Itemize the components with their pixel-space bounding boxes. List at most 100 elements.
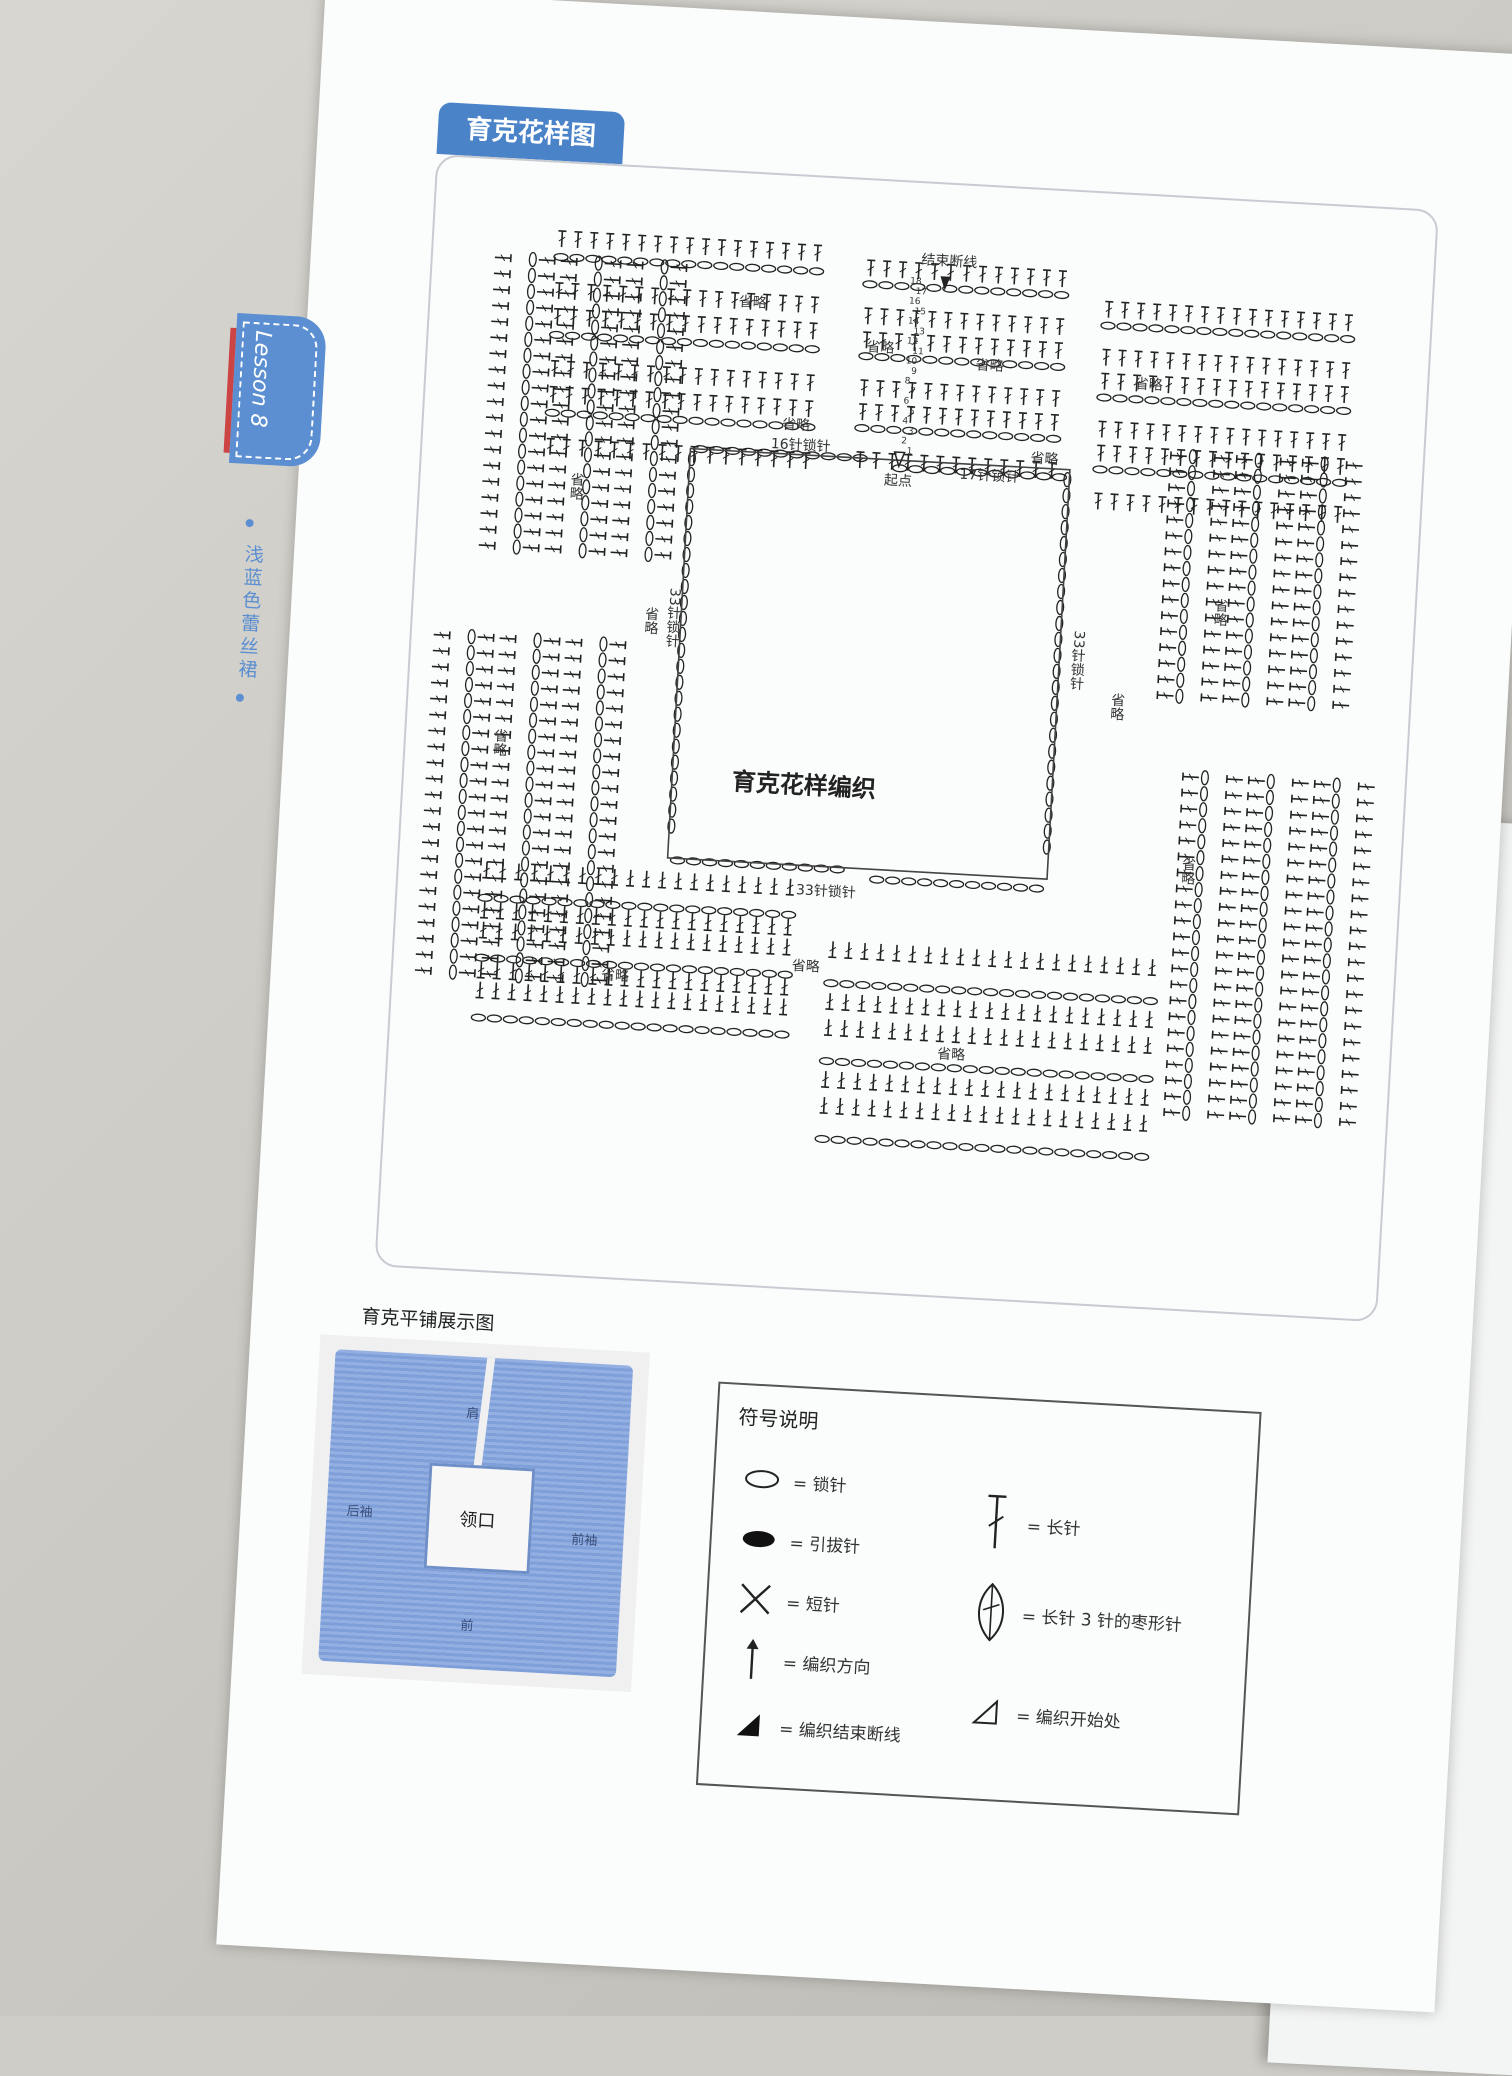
double-crochet-mark xyxy=(1131,957,1142,976)
double-crochet-mark xyxy=(1292,359,1304,378)
chain-mark xyxy=(978,1065,995,1075)
row-number: 16 xyxy=(908,296,921,308)
double-crochet-mark xyxy=(614,467,633,479)
chain-mark xyxy=(894,1139,910,1148)
double-crochet-mark xyxy=(1176,424,1188,443)
chain-mark xyxy=(1227,328,1244,338)
double-crochet-mark xyxy=(527,446,546,458)
double-crochet-mark xyxy=(1080,1006,1091,1025)
double-crochet-mark xyxy=(865,259,877,278)
double-crochet-mark xyxy=(657,870,668,889)
chain-mark xyxy=(1259,330,1276,340)
double-crochet-mark xyxy=(605,927,617,946)
chain-mark xyxy=(697,965,714,975)
double-crochet-mark xyxy=(592,466,611,477)
double-crochet-mark xyxy=(1311,811,1330,822)
double-crochet-mark xyxy=(461,903,480,915)
double-crochet-mark xyxy=(577,866,588,885)
double-crochet-mark xyxy=(1096,420,1108,439)
chain-mark xyxy=(948,879,965,889)
chain-mark xyxy=(1256,949,1266,966)
double-crochet-mark xyxy=(921,406,932,425)
double-crochet-mark xyxy=(1091,1085,1103,1104)
double-crochet-mark xyxy=(1100,348,1112,367)
double-crochet-mark xyxy=(655,517,674,529)
double-crochet-mark xyxy=(602,987,613,1006)
chain-mark xyxy=(1314,552,1324,568)
double-crochet-mark xyxy=(749,935,761,954)
chain-mark xyxy=(1291,331,1308,341)
double-crochet-mark xyxy=(984,1001,995,1020)
chain-mark xyxy=(1259,901,1269,918)
double-crochet-mark xyxy=(903,1022,914,1041)
double-crochet-mark xyxy=(654,910,666,929)
double-crochet-mark xyxy=(776,320,787,339)
double-crochet-mark xyxy=(1032,1003,1043,1022)
chain-mark xyxy=(704,417,720,427)
double-crochet-mark xyxy=(661,366,672,385)
double-crochet-mark xyxy=(1058,1109,1069,1128)
double-crochet-mark xyxy=(942,311,954,330)
chain-mark xyxy=(1253,997,1263,1013)
chain-mark xyxy=(1101,1150,1118,1160)
double-crochet-mark xyxy=(1227,379,1238,398)
double-crochet-mark xyxy=(1037,341,1048,360)
double-crochet-mark xyxy=(731,974,742,993)
double-crochet-mark xyxy=(780,242,791,261)
double-crochet-mark xyxy=(1090,1111,1101,1130)
double-crochet-mark xyxy=(682,992,693,1011)
chain-mark xyxy=(1310,631,1320,648)
double-crochet-mark xyxy=(480,492,499,503)
start-point-icon xyxy=(961,1688,1009,1736)
double-crochet-mark xyxy=(766,916,778,935)
double-crochet-mark xyxy=(538,699,557,711)
double-crochet-mark xyxy=(823,1018,834,1037)
double-crochet-mark xyxy=(494,713,513,724)
chain-mark xyxy=(748,908,765,918)
legend-item-slip: = 引拔针 xyxy=(734,1515,861,1568)
double-crochet-mark xyxy=(489,793,508,804)
double-crochet-mark xyxy=(974,313,986,332)
chain-mark xyxy=(990,1144,1006,1154)
double-crochet-mark xyxy=(1240,428,1252,447)
double-crochet-mark xyxy=(535,763,554,775)
double-crochet-mark xyxy=(1259,381,1270,400)
double-crochet-mark xyxy=(977,265,988,284)
chain-mark xyxy=(644,546,653,563)
chain-mark xyxy=(736,419,752,428)
double-crochet-mark xyxy=(1224,806,1243,817)
double-crochet-mark xyxy=(784,877,796,896)
chain-mark xyxy=(645,514,655,531)
double-crochet-mark xyxy=(666,991,677,1010)
double-crochet-mark xyxy=(1191,449,1202,468)
double-crochet-mark xyxy=(936,998,947,1017)
double-crochet-mark xyxy=(1355,813,1374,825)
double-crochet-mark xyxy=(1338,588,1357,599)
double-crochet-mark xyxy=(638,909,650,928)
double-crochet-mark xyxy=(1351,893,1370,904)
double-crochet-mark xyxy=(1160,610,1179,621)
double-crochet-mark xyxy=(645,365,656,384)
double-crochet-mark xyxy=(651,970,663,989)
double-crochet-mark xyxy=(562,669,581,680)
double-crochet-mark xyxy=(1167,304,1179,323)
double-crochet-mark xyxy=(465,823,484,835)
chain-mark xyxy=(1100,321,1116,331)
chain-mark xyxy=(587,383,596,399)
double-crochet-mark xyxy=(1274,552,1293,564)
double-crochet-mark xyxy=(622,908,634,927)
double-crochet-mark xyxy=(1054,317,1066,337)
double-crochet-mark xyxy=(714,994,725,1013)
chain-mark xyxy=(923,465,940,475)
chain-mark xyxy=(518,427,528,444)
double-crochet-mark xyxy=(919,1023,930,1042)
double-crochet-mark xyxy=(1169,995,1188,1006)
double-crochet-mark xyxy=(589,926,601,946)
chain-mark xyxy=(866,1059,883,1069)
row-number: 3 xyxy=(907,426,914,437)
double-crochet-mark xyxy=(874,380,886,399)
double-crochet-mark xyxy=(493,252,512,264)
double-crochet-mark xyxy=(1336,433,1348,452)
chain-mark xyxy=(1037,289,1054,299)
double-crochet-mark xyxy=(1123,1087,1135,1106)
